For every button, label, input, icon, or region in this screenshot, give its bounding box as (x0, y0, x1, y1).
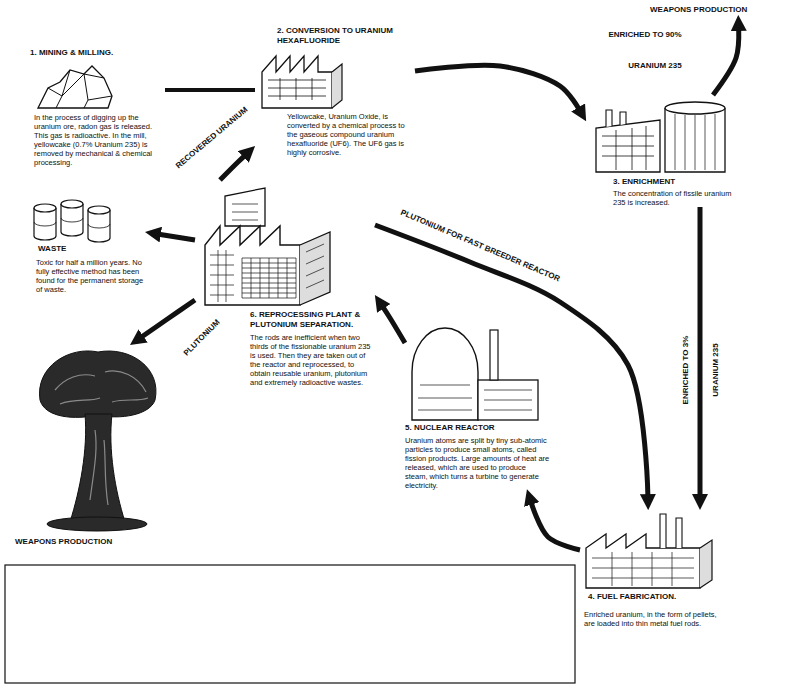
flow-arrow (375, 225, 648, 496)
weapons-target: WEAPONS PRODUCTION (650, 5, 747, 15)
flow-arrow (531, 503, 580, 550)
conversion-plant-windows (268, 78, 326, 100)
flow-label: ENRICHED TO 3% (681, 334, 691, 407)
flow-label: URANIUM 235 (626, 61, 683, 71)
enrichment-chimneys (606, 110, 626, 127)
waste-drum (61, 204, 83, 236)
waste-drum-top (88, 206, 110, 214)
enrichment-tower-top (665, 102, 725, 114)
fuel-plant-windows (592, 552, 694, 586)
stage-heading: 4. FUEL FABRICATION. (588, 592, 720, 602)
flow-arrow (165, 88, 255, 92)
enrichment-tower (665, 108, 725, 172)
waste-drum-top (61, 200, 83, 208)
enrichment-tower-ribs (675, 114, 715, 170)
mining-stage: 1. MINING & MILLING. In the process of di… (30, 48, 165, 167)
stage-heading: 6. REPROCESSING PLANT & PLUTONIUM SEPARA… (250, 310, 375, 330)
flow-arrow (383, 307, 405, 343)
stage-description: In the process of digging up the uranium… (34, 113, 165, 167)
flow-label: ENRICHED TO 90% (606, 30, 683, 40)
stage-heading: 1. MINING & MILLING. (30, 48, 165, 58)
fuel-plant (586, 534, 700, 588)
waste-store: WASTE Toxic for half a million years. No … (28, 192, 145, 294)
stage-description: Yellowcake, Uranium Oxide, is converted … (287, 112, 415, 157)
reprocessing-stage: 6. REPROCESSING PLANT & PLUTONIUM SEPARA… (195, 180, 375, 387)
fuel-plant-side (700, 540, 712, 588)
turbine-hall-windows (484, 390, 532, 410)
stage-heading: 3. ENRICHMENT (613, 177, 735, 187)
reprocessing-hatching (242, 258, 296, 298)
ore-rock-lines (48, 70, 112, 108)
flow-arrow (159, 234, 195, 240)
stage-description: Enriched uranium, in the form of pellets… (584, 610, 720, 628)
flow-label: PLUTONIUM FOR FAST BREEDER REACTOR (397, 207, 563, 285)
stage-heading: WASTE (38, 244, 145, 254)
blank-panel (5, 565, 575, 683)
ore-pile (38, 66, 112, 108)
waste-drum-top (34, 204, 56, 212)
waste-drum (34, 208, 56, 240)
mushroom-cloud-stem (70, 414, 125, 522)
reprocessing-plant-side (300, 232, 330, 305)
flow-label: URANIUM 235 (711, 341, 721, 398)
enrichment-hall-lines (602, 126, 654, 170)
reprocessing-side-lines (306, 244, 324, 288)
turbine-hall (478, 380, 538, 420)
reactor-stack (490, 330, 498, 380)
conversion-stage: 2. CONVERSION TO URANIUM HEXAFLUORIDE Yel… (255, 26, 415, 157)
flow-label: PLUTONIUM (180, 316, 223, 359)
flow-arrow (713, 29, 739, 95)
conversion-plant (262, 56, 332, 108)
reprocessing-plant (205, 226, 300, 305)
flow-arrow (141, 300, 195, 337)
stage-description: The concentration of fissile uranium 235… (613, 189, 735, 207)
stage-description: The rods are inefficient when two thirds… (250, 333, 375, 387)
conversion-plant-side (332, 64, 342, 108)
flow-arrow (698, 207, 703, 496)
flow-arrow (220, 156, 245, 180)
mushroom-cloud-base (47, 517, 147, 531)
fuel-fabrication-stage: 4. FUEL FABRICATION. Enriched uranium, in… (580, 510, 720, 628)
mushroom-cloud-texture (55, 371, 148, 505)
stage-description: Toxic for half a million years. No fully… (36, 258, 145, 294)
enrichment-stage: 3. ENRICHMENT The concentration of fissil… (588, 95, 735, 207)
flow-arrow (415, 65, 579, 109)
stage-heading: 5. NUCLEAR REACTOR (405, 423, 550, 433)
stage-heading: 2. CONVERSION TO URANIUM HEXAFLUORIDE (277, 26, 415, 46)
reactor-stage: 5. NUCLEAR REACTOR Uranium atoms are spli… (405, 318, 550, 490)
stage-heading: WEAPONS PRODUCTION (15, 537, 170, 547)
stage-heading: WEAPONS PRODUCTION (650, 5, 747, 15)
reactor-dome-lines (418, 385, 472, 410)
mushroom-cloud-cap (40, 351, 156, 417)
weapons-target: WEAPONS PRODUCTION (10, 345, 170, 547)
fuel-plant-chimneys (660, 514, 682, 548)
waste-drum-bands (34, 218, 110, 228)
stage-description: Uranium atoms are split by tiny sub-atom… (405, 436, 550, 490)
enrichment-hall (596, 120, 660, 172)
reactor-dome (412, 328, 478, 420)
waste-drum (88, 210, 110, 242)
